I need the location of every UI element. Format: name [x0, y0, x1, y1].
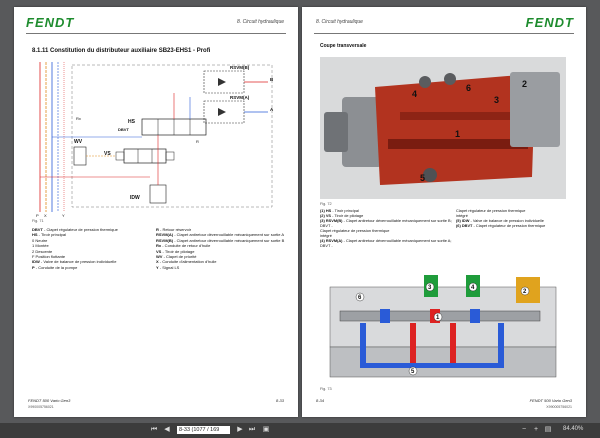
label-r: R — [196, 139, 199, 144]
page-left: FENDT 8. Circuit hydraulique 8.1.11 Cons… — [14, 7, 298, 417]
label-b: B — [270, 77, 274, 82]
label-idw: IDW — [130, 195, 140, 201]
legend-right: Clapet régulateur de pression thermique … — [456, 208, 546, 228]
label-y: Y — [62, 213, 65, 217]
prev-page-icon[interactable]: ◀ — [164, 426, 170, 433]
label-vs: VS — [104, 151, 111, 157]
section-callout-6: 6 — [358, 295, 362, 301]
zoom-level[interactable]: 84.40% — [563, 426, 584, 432]
callout-5: 5 — [420, 173, 425, 183]
legend-right: R - Retour réservoir RSVM(A) - Clapet an… — [156, 227, 285, 270]
label-rsvm-a: RSVM(A) — [230, 95, 250, 100]
footer-code: X990005756021 — [28, 405, 54, 409]
page-number: 8-34 — [316, 398, 325, 403]
legend-left: (1) HS - Tiroir principal (2) VS - Tiroi… — [320, 208, 452, 248]
section-title: 8.1.11 Constitution du distributeur auxi… — [32, 48, 211, 54]
figure-label: Fig. 71 — [32, 219, 44, 223]
section-callout-4: 4 — [471, 285, 475, 291]
fendt-logo: FENDT — [525, 15, 574, 30]
fit-page-icon[interactable]: ▣ — [262, 426, 270, 433]
label-wv: WV — [74, 139, 83, 145]
section-callout-3: 3 — [428, 285, 432, 291]
zoom-in-icon[interactable]: + — [533, 426, 539, 433]
callout-1: 1 — [455, 129, 460, 139]
section-callout-2: 2 — [523, 289, 527, 295]
figure-label: Fig. 72 — [320, 202, 332, 206]
view-mode-icon[interactable]: ▤ — [544, 426, 552, 433]
label-rsvm-b: RSVM(B) — [230, 65, 250, 70]
figure-label: Fig. 73 — [320, 387, 332, 391]
header-rule — [26, 33, 286, 34]
chapter-header: 8. Circuit hydraulique — [316, 19, 363, 25]
valve-section-drawing: 1 2 3 4 5 6 — [320, 267, 566, 385]
footer-code: X990005756021 — [546, 405, 572, 409]
hydraulic-schematic: RSVM(B) RSVM(A) B A HS Rx R DBVT VS — [32, 57, 278, 217]
section-callout-1: 1 — [436, 315, 440, 321]
page-number: 8-33 — [275, 398, 284, 403]
callout-6: 6 — [466, 83, 471, 93]
header-rule — [314, 33, 574, 34]
label-hs: HS — [128, 119, 136, 125]
section-title: Coupe transversale — [320, 43, 367, 49]
label-p: P — [36, 213, 39, 217]
chapter-header: 8. Circuit hydraulique — [237, 19, 284, 25]
last-page-icon[interactable]: ⏭ — [248, 426, 256, 433]
callout-4: 4 — [412, 89, 417, 99]
footer-title: FENDT 500 Vario Gen3 — [529, 398, 572, 403]
section-callout-5: 5 — [411, 369, 415, 375]
fendt-logo: FENDT — [26, 15, 75, 30]
valve-frame — [71, 64, 273, 208]
viewer-toolbar: ⏮ ◀ 8-33 (1077 / 169 ▶ ⏭ ▣ − + ▤ 84.40% — [0, 423, 600, 438]
label-x: X — [44, 213, 47, 217]
page-number-input[interactable]: 8-33 (1077 / 169 — [177, 426, 230, 434]
valve-cutaway-photo: 1 2 3 4 5 6 — [320, 57, 566, 199]
label-rx: Rx — [76, 116, 81, 121]
page-right: FENDT 8. Circuit hydraulique Coupe trans… — [302, 7, 586, 417]
first-page-icon[interactable]: ⏮ — [150, 426, 158, 433]
document-viewer: FENDT 8. Circuit hydraulique 8.1.11 Cons… — [14, 7, 586, 417]
zoom-out-icon[interactable]: − — [521, 426, 527, 433]
label-dbvt: DBVT — [118, 127, 129, 132]
next-page-icon[interactable]: ▶ — [237, 426, 243, 433]
legend-left: DBVT - Clapet régulateur de pression the… — [32, 227, 118, 270]
footer-title: FENDT 500 Vario Gen3 — [28, 398, 71, 403]
callout-2: 2 — [522, 79, 527, 89]
callout-3: 3 — [494, 95, 499, 105]
label-a: A — [270, 107, 274, 112]
